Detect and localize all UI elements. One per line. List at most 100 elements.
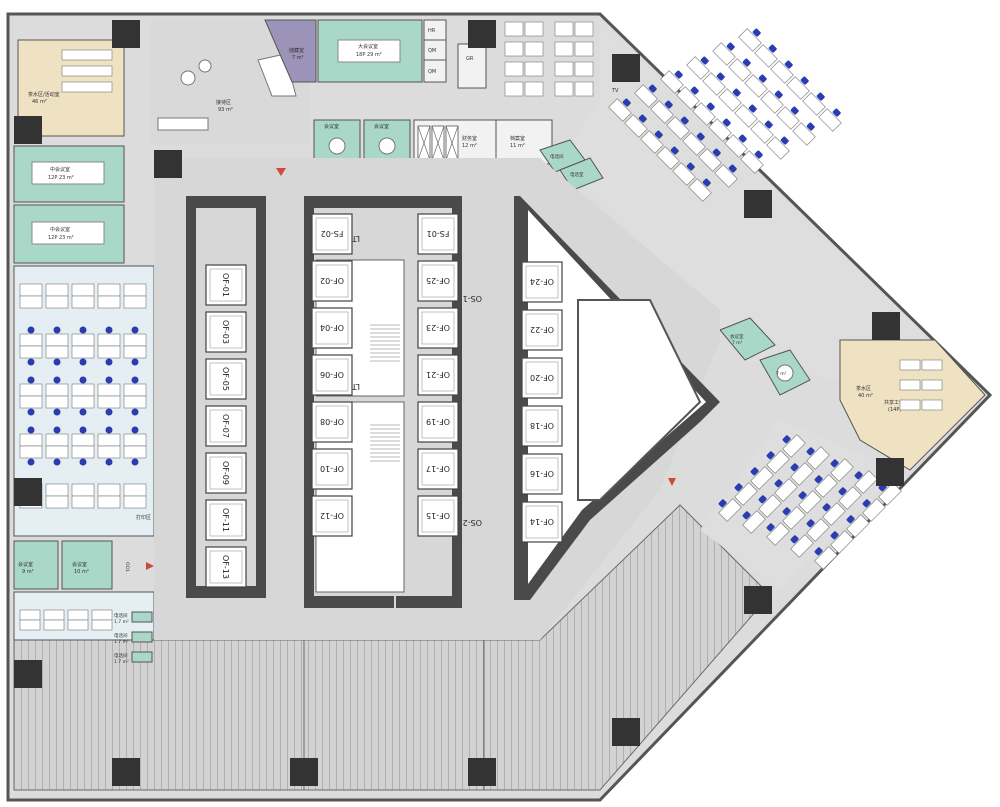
chair-icon xyxy=(734,483,743,492)
desk xyxy=(45,445,69,459)
elevator-car xyxy=(521,357,563,399)
desk xyxy=(19,383,43,397)
elevator-car xyxy=(205,452,247,494)
elevator-label: OF-12 xyxy=(320,511,344,520)
chair-icon xyxy=(105,408,113,416)
desk xyxy=(19,345,43,359)
chair-icon xyxy=(758,495,767,504)
workstation xyxy=(862,498,886,522)
workstation xyxy=(702,72,726,96)
elevator-label: OF-07 xyxy=(221,414,230,438)
workstation xyxy=(718,498,742,522)
workstation xyxy=(734,104,758,128)
workstation xyxy=(718,88,742,112)
desk xyxy=(71,295,95,309)
phone-booth-sw-3[interactable] xyxy=(131,651,153,663)
chair-icon xyxy=(768,44,777,53)
storage-room[interactable] xyxy=(264,19,317,83)
elevator-label: OF-04 xyxy=(320,323,344,332)
chair-icon xyxy=(790,463,799,472)
phone-booth-sw-1[interactable] xyxy=(131,611,153,623)
phone-booth-sw-2-area: 1.7 m² xyxy=(114,639,129,645)
desk xyxy=(19,609,41,621)
office-hr-label: HR xyxy=(428,28,436,34)
se-workstations xyxy=(718,434,902,570)
desk xyxy=(61,65,113,77)
chair-icon xyxy=(27,408,35,416)
desk xyxy=(123,395,147,409)
service-label-2: OS-2 xyxy=(463,518,482,527)
desk xyxy=(67,619,89,631)
workstation xyxy=(728,58,752,82)
desk xyxy=(19,619,41,631)
chair-icon xyxy=(79,326,87,334)
chair-icon xyxy=(105,458,113,466)
chair-icon xyxy=(53,426,61,434)
chair-icon xyxy=(846,515,855,524)
chair-icon xyxy=(27,426,35,434)
core-west-wall-r xyxy=(256,196,266,596)
workstation xyxy=(818,108,842,132)
chair-icon xyxy=(654,130,663,139)
chair-icon xyxy=(766,523,775,532)
phone-booth-sw-3-name: 电话间 xyxy=(114,652,128,659)
chair-icon xyxy=(752,28,761,37)
chair-icon xyxy=(718,499,727,508)
elevator-label: OF-13 xyxy=(221,555,230,579)
meeting-room-east[interactable] xyxy=(719,317,776,361)
chair-icon xyxy=(79,376,87,384)
chair-icon xyxy=(27,326,35,334)
chair-icon xyxy=(854,471,863,480)
chair-icon xyxy=(800,76,809,85)
desk xyxy=(921,399,943,411)
elevator-car xyxy=(205,264,247,306)
chair-icon xyxy=(131,426,139,434)
chair-icon xyxy=(105,426,113,434)
desk xyxy=(19,395,43,409)
workstation xyxy=(660,70,684,94)
meeting-room-sw-1[interactable] xyxy=(13,540,59,590)
chair-icon xyxy=(131,458,139,466)
workstation xyxy=(634,84,658,108)
chair-icon xyxy=(105,358,113,366)
meeting-room-sw-2-area: 10 m² xyxy=(74,569,89,575)
elevator-car xyxy=(205,499,247,541)
chair-icon xyxy=(648,84,657,93)
workstation xyxy=(790,462,814,486)
workstation xyxy=(692,102,716,126)
desk xyxy=(97,283,121,297)
desk xyxy=(71,483,95,497)
meeting-room-sw-2[interactable] xyxy=(61,540,113,590)
chair-icon xyxy=(728,164,737,173)
chair-icon xyxy=(742,58,751,67)
office-gr[interactable] xyxy=(457,43,487,89)
desk xyxy=(45,433,69,447)
workstation xyxy=(782,434,806,458)
elevator-label: OF-01 xyxy=(221,273,230,297)
chair-icon xyxy=(832,108,841,117)
desk xyxy=(97,433,121,447)
desk xyxy=(123,483,147,497)
office-qm-2[interactable] xyxy=(423,59,447,83)
elevator-car xyxy=(417,260,459,302)
exit-marker-west xyxy=(146,562,154,570)
chair-icon xyxy=(774,479,783,488)
south-terrace-mid xyxy=(303,639,485,791)
workstation xyxy=(650,100,674,124)
elevator-label: FS-01 xyxy=(427,229,450,238)
chair-icon xyxy=(814,547,823,556)
desk xyxy=(43,609,65,621)
elevator-label: OF-06 xyxy=(320,370,344,379)
phone-booth-sw-2[interactable] xyxy=(131,631,153,643)
desk xyxy=(899,359,921,371)
workstation xyxy=(750,120,774,144)
pantry-east-area: 40 m² xyxy=(858,393,873,399)
workstation xyxy=(682,132,706,156)
column xyxy=(612,718,640,746)
archive-room[interactable] xyxy=(495,119,553,165)
chair-icon xyxy=(696,132,705,141)
elevator-car xyxy=(205,311,247,353)
desk xyxy=(123,495,147,509)
chair-icon xyxy=(766,451,775,460)
